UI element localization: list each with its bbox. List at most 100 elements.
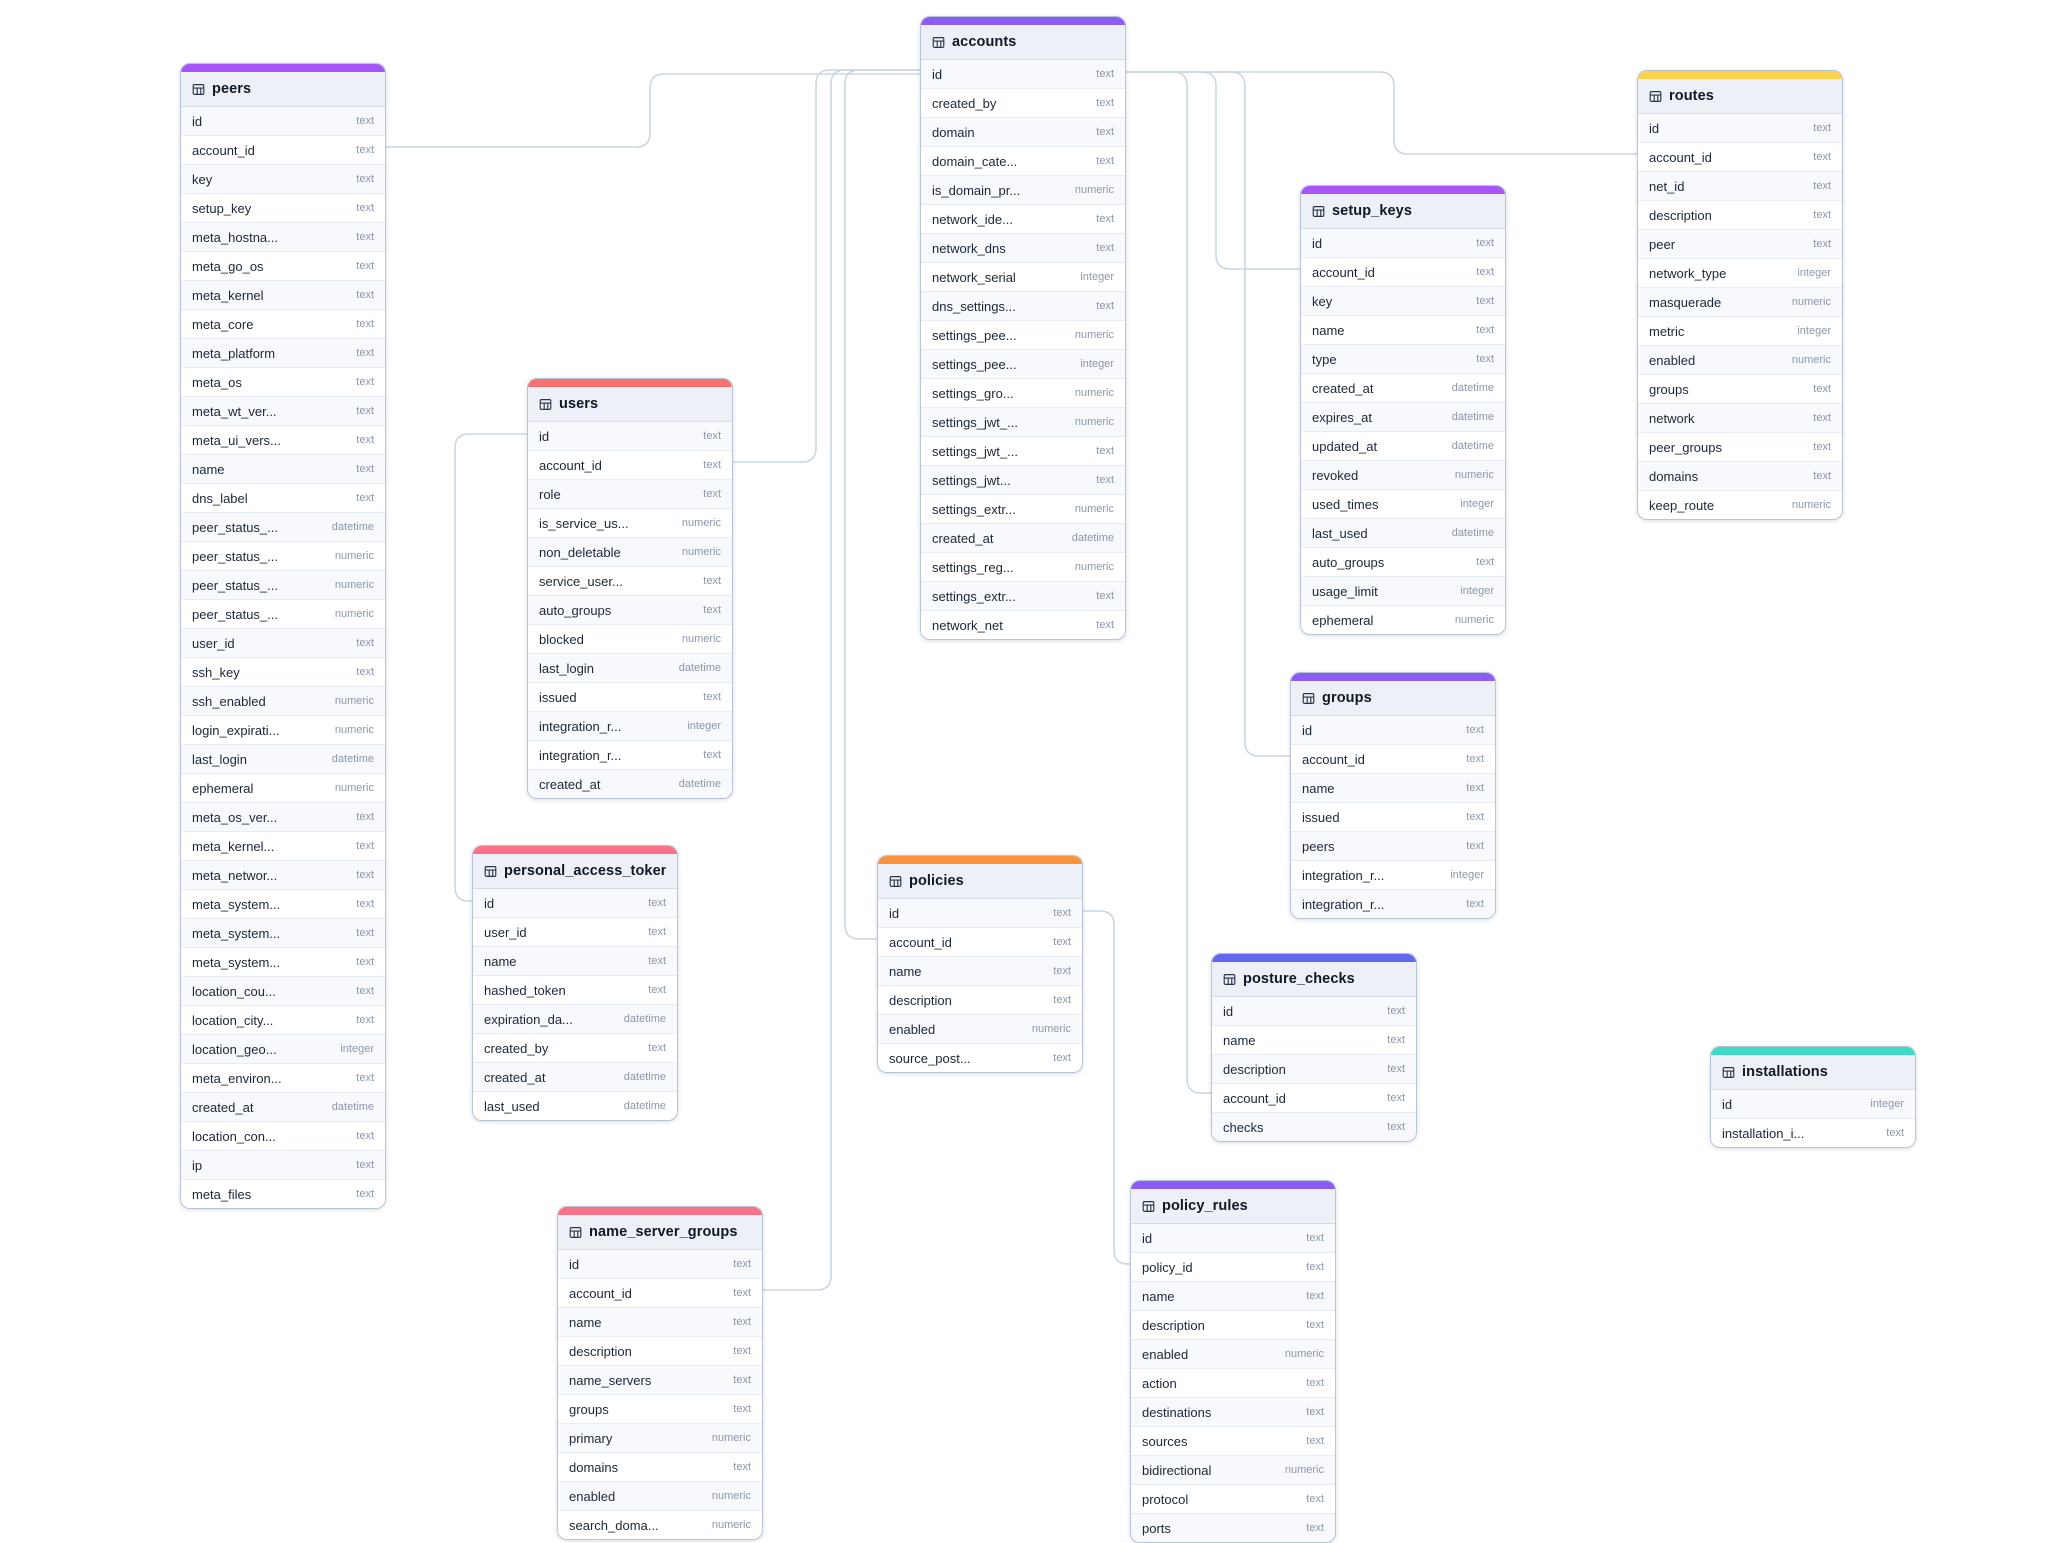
table-header[interactable]: policies [878, 864, 1082, 899]
field-row[interactable]: network_type integer [1638, 259, 1842, 288]
field-row[interactable]: meta_environ... text [181, 1064, 385, 1093]
table-header[interactable]: installations [1711, 1055, 1915, 1090]
field-row[interactable]: meta_go_os text [181, 252, 385, 281]
table-header[interactable]: personal_access_tokens [473, 854, 677, 889]
field-row[interactable]: expires_at datetime [1301, 403, 1505, 432]
table-routes[interactable]: routes id text account_id text net_id te… [1637, 70, 1843, 520]
table-policy_rules[interactable]: policy_rules id text policy_id text name… [1130, 1180, 1336, 1543]
field-row[interactable]: settings_pee... integer [921, 350, 1125, 379]
field-row[interactable]: name text [878, 957, 1082, 986]
field-row[interactable]: auto_groups text [1301, 548, 1505, 577]
field-row[interactable]: enabled numeric [558, 1482, 762, 1511]
field-row[interactable]: groups text [1638, 375, 1842, 404]
field-row[interactable]: account_id text [181, 136, 385, 165]
field-row[interactable]: account_id text [1638, 143, 1842, 172]
field-row[interactable]: primary numeric [558, 1424, 762, 1453]
field-row[interactable]: meta_files text [181, 1180, 385, 1208]
field-row[interactable]: last_used datetime [1301, 519, 1505, 548]
field-row[interactable]: id text [1301, 229, 1505, 258]
field-row[interactable]: role text [528, 480, 732, 509]
field-row[interactable]: name text [558, 1308, 762, 1337]
field-row[interactable]: service_user... text [528, 567, 732, 596]
table-header[interactable]: name_server_groups [558, 1215, 762, 1250]
field-row[interactable]: id text [1131, 1224, 1335, 1253]
field-row[interactable]: account_id text [528, 451, 732, 480]
field-row[interactable]: account_id text [1291, 745, 1495, 774]
field-row[interactable]: net_id text [1638, 172, 1842, 201]
table-header[interactable]: users [528, 387, 732, 422]
table-header[interactable]: posture_checks [1212, 962, 1416, 997]
field-row[interactable]: network_dns text [921, 234, 1125, 263]
field-row[interactable]: key text [181, 165, 385, 194]
field-row[interactable]: revoked numeric [1301, 461, 1505, 490]
field-row[interactable]: settings_pee... numeric [921, 321, 1125, 350]
field-row[interactable]: user_id text [473, 918, 677, 947]
field-row[interactable]: id text [1638, 114, 1842, 143]
table-peers[interactable]: peers id text account_id text key text s… [180, 63, 386, 1209]
field-row[interactable]: installation_i... text [1711, 1119, 1915, 1147]
field-row[interactable]: integration_r... text [528, 741, 732, 770]
field-row[interactable]: account_id text [1301, 258, 1505, 287]
field-row[interactable]: description text [558, 1337, 762, 1366]
field-row[interactable]: settings_jwt_... numeric [921, 408, 1125, 437]
field-row[interactable]: ssh_key text [181, 658, 385, 687]
table-setup_keys[interactable]: setup_keys id text account_id text key t… [1300, 185, 1506, 635]
field-row[interactable]: blocked numeric [528, 625, 732, 654]
field-row[interactable]: meta_system... text [181, 948, 385, 977]
field-row[interactable]: id text [878, 899, 1082, 928]
field-row[interactable]: last_login datetime [528, 654, 732, 683]
field-row[interactable]: ports text [1131, 1514, 1335, 1542]
field-row[interactable]: name_servers text [558, 1366, 762, 1395]
field-row[interactable]: created_by text [473, 1034, 677, 1063]
field-row[interactable]: settings_jwt_... text [921, 437, 1125, 466]
field-row[interactable]: groups text [558, 1395, 762, 1424]
field-row[interactable]: last_used datetime [473, 1092, 677, 1120]
field-row[interactable]: login_expirati... numeric [181, 716, 385, 745]
table-groups[interactable]: groups id text account_id text name text… [1290, 672, 1496, 919]
field-row[interactable]: created_at datetime [921, 524, 1125, 553]
field-row[interactable]: peer_status_... numeric [181, 542, 385, 571]
field-row[interactable]: id text [181, 107, 385, 136]
field-row[interactable]: is_service_us... numeric [528, 509, 732, 538]
field-row[interactable]: network_ide... text [921, 205, 1125, 234]
field-row[interactable]: setup_key text [181, 194, 385, 223]
field-row[interactable]: description text [878, 986, 1082, 1015]
field-row[interactable]: checks text [1212, 1113, 1416, 1141]
field-row[interactable]: network text [1638, 404, 1842, 433]
field-row[interactable]: account_id text [1212, 1084, 1416, 1113]
field-row[interactable]: id text [528, 422, 732, 451]
field-row[interactable]: created_at datetime [1301, 374, 1505, 403]
field-row[interactable]: protocol text [1131, 1485, 1335, 1514]
field-row[interactable]: id text [558, 1250, 762, 1279]
field-row[interactable]: integration_r... text [1291, 890, 1495, 918]
field-row[interactable]: network_net text [921, 611, 1125, 639]
field-row[interactable]: used_times integer [1301, 490, 1505, 519]
field-row[interactable]: bidirectional numeric [1131, 1456, 1335, 1485]
field-row[interactable]: meta_wt_ver... text [181, 397, 385, 426]
field-row[interactable]: metric integer [1638, 317, 1842, 346]
field-row[interactable]: domains text [558, 1453, 762, 1482]
field-row[interactable]: meta_platform text [181, 339, 385, 368]
field-row[interactable]: key text [1301, 287, 1505, 316]
table-header[interactable]: peers [181, 72, 385, 107]
field-row[interactable]: location_cou... text [181, 977, 385, 1006]
field-row[interactable]: created_by text [921, 89, 1125, 118]
field-row[interactable]: peer text [1638, 230, 1842, 259]
field-row[interactable]: ephemeral numeric [1301, 606, 1505, 634]
field-row[interactable]: meta_networ... text [181, 861, 385, 890]
field-row[interactable]: peer_status_... numeric [181, 571, 385, 600]
field-row[interactable]: ephemeral numeric [181, 774, 385, 803]
field-row[interactable]: created_at datetime [528, 770, 732, 798]
field-row[interactable]: domain_cate... text [921, 147, 1125, 176]
field-row[interactable]: description text [1638, 201, 1842, 230]
field-row[interactable]: id text [1291, 716, 1495, 745]
field-row[interactable]: peer_groups text [1638, 433, 1842, 462]
table-header[interactable]: groups [1291, 681, 1495, 716]
field-row[interactable]: source_post... text [878, 1044, 1082, 1072]
field-row[interactable]: description text [1212, 1055, 1416, 1084]
field-row[interactable]: is_domain_pr... numeric [921, 176, 1125, 205]
field-row[interactable]: domain text [921, 118, 1125, 147]
field-row[interactable]: name text [473, 947, 677, 976]
table-posture_checks[interactable]: posture_checks id text name text descrip… [1211, 953, 1417, 1142]
field-row[interactable]: name text [1301, 316, 1505, 345]
